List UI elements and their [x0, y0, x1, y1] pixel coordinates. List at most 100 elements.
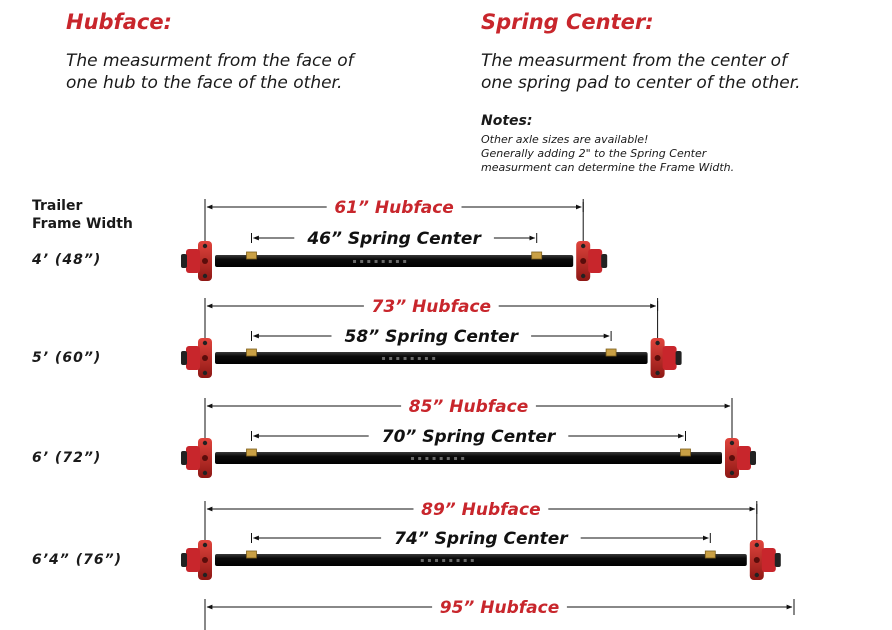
spring-pad-plate [246, 550, 257, 559]
axle-tube [215, 554, 747, 566]
frame-width-5ft: 5’ (60”) [32, 350, 102, 366]
hubface-dimension-label: 85” Hubface [409, 397, 529, 417]
hub-cap [601, 254, 608, 268]
hub-center [202, 258, 208, 264]
hub-stud [202, 340, 208, 346]
hub-center [202, 355, 208, 361]
frame-width-column-label: Trailer Frame Width [32, 197, 133, 233]
axle-row-4: 89” Hubface 74” Spring Center ▪ ▪ ▪ ▪ ▪ ▪ … [181, 500, 781, 580]
notes-heading: Notes: [481, 113, 533, 129]
axle-tube [215, 352, 648, 364]
hub-body [186, 548, 200, 572]
frame-width-6ft4: 6’4” (76”) [32, 552, 122, 568]
left-hub [181, 241, 212, 281]
hub-stud [754, 542, 759, 548]
axle-brand-mark: ▪ ▪ ▪ ▪ ▪ ▪ ▪ ▪ [420, 557, 475, 564]
hub-center [654, 355, 661, 361]
hub-body [186, 446, 200, 470]
hub-body [761, 548, 776, 572]
left-hub [181, 540, 212, 580]
spring-center-definition-line2: one spring pad to center of the other. [481, 73, 801, 93]
hub-cap [181, 351, 187, 365]
spring-pad-plate [531, 251, 543, 260]
spring-center-dimension: 58” Spring Center [251, 327, 612, 347]
hub-cap [774, 553, 781, 567]
frame-width-6ft: 6’ (72”) [32, 450, 102, 466]
hub-body [186, 249, 200, 273]
frame-width-4ft: 4’ (48”) [32, 252, 102, 268]
spring-pad [605, 348, 617, 357]
spring-center-dimension: 74” Spring Center [251, 529, 711, 549]
hubface-dimension-label: 73” Hubface [372, 297, 492, 317]
spring-center-dimension-label: 46” Spring Center [306, 229, 482, 249]
spring-pad-plate [246, 348, 257, 357]
spring-center-dimension-label: 58” Spring Center [345, 327, 520, 347]
hubface-dimension-label: 89” Hubface [421, 500, 541, 520]
spring-pad-plate [246, 251, 257, 260]
spring-pad-plate [680, 448, 691, 457]
hub-stud [581, 273, 586, 279]
hub-cap [181, 254, 187, 268]
hubface-definition-line1: The measurment from the face of [66, 51, 354, 71]
axle-row-2: 73” Hubface 58” Spring Center ▪ ▪ ▪ ▪ ▪ ▪ … [181, 297, 682, 378]
spring-pad [246, 348, 257, 357]
axle-row-1: 61” Hubface 46” Spring Center ▪ ▪ ▪ ▪ ▪ ▪ … [181, 198, 608, 281]
right-hub [725, 438, 756, 478]
hub-body [662, 346, 677, 370]
axle-row-3: 85” Hubface 70” Spring Center ▪ ▪ ▪ ▪ ▪ ▪ … [181, 397, 756, 478]
left-hub [181, 438, 212, 478]
hub-stud [202, 243, 208, 249]
spring-pad-plate [246, 448, 257, 457]
spring-pad-plate [704, 550, 716, 559]
spring-center-dimension-label: 74” Spring Center [394, 529, 569, 549]
hub-stud [655, 370, 660, 376]
hub-center [202, 557, 208, 563]
axle-row-5: 95” Hubface [204, 598, 795, 630]
hub-stud [729, 470, 735, 476]
spring-pad [246, 251, 257, 260]
hubface-dimension-label: 61” Hubface [334, 198, 454, 218]
hubface-dimension: 73” Hubface [204, 297, 659, 317]
hubface-definition: The measurment from the face of one hub … [66, 50, 426, 94]
spring-center-dimension: 46” Spring Center [251, 229, 538, 249]
axle-brand-mark: ▪ ▪ ▪ ▪ ▪ ▪ ▪ ▪ [352, 258, 407, 265]
hub-center [580, 258, 587, 264]
note-line-1: Other axle sizes are available! [481, 133, 649, 146]
note-line-2: Generally adding 2" to the Spring Center [481, 147, 707, 160]
hub-cap [675, 351, 682, 365]
hubface-dimension: 61” Hubface [204, 198, 584, 218]
spring-pad [680, 448, 691, 457]
hub-center [753, 557, 760, 563]
hubface-definition-line2: one hub to the face of the other. [66, 73, 343, 93]
spring-center-dimension-label: 70” Spring Center [382, 427, 557, 447]
hub-body [737, 446, 751, 470]
hubface-dimension: 85” Hubface [204, 397, 733, 417]
spring-pad-plate [605, 348, 617, 357]
right-hub [749, 540, 781, 580]
axle-brand-mark: ▪ ▪ ▪ ▪ ▪ ▪ ▪ ▪ [411, 455, 466, 462]
hub-stud [581, 243, 586, 249]
hub-body [186, 346, 200, 370]
spring-pad [531, 251, 543, 260]
axle-tube [215, 255, 574, 267]
hub-stud [202, 542, 208, 548]
left-hub [181, 338, 212, 378]
hub-center [729, 455, 735, 461]
frame-width-label-line1: Trailer [32, 198, 83, 214]
hub-cap [750, 451, 756, 465]
hub-center [202, 455, 208, 461]
hub-stud [655, 340, 660, 346]
axle-brand-mark: ▪ ▪ ▪ ▪ ▪ ▪ ▪ ▪ [382, 355, 437, 362]
spring-pad [246, 448, 257, 457]
hub-body [588, 249, 603, 273]
hub-stud [202, 370, 208, 376]
axle-tube [215, 452, 722, 464]
hub-cap [181, 451, 187, 465]
hubface-dimension: 89” Hubface [204, 500, 758, 520]
hub-stud [202, 572, 208, 578]
spring-center-definition: The measurment from the center of one sp… [481, 50, 881, 94]
hub-stud [202, 273, 208, 279]
hubface-heading: Hubface: [66, 10, 172, 34]
hubface-dimension: 95” Hubface [204, 598, 795, 618]
